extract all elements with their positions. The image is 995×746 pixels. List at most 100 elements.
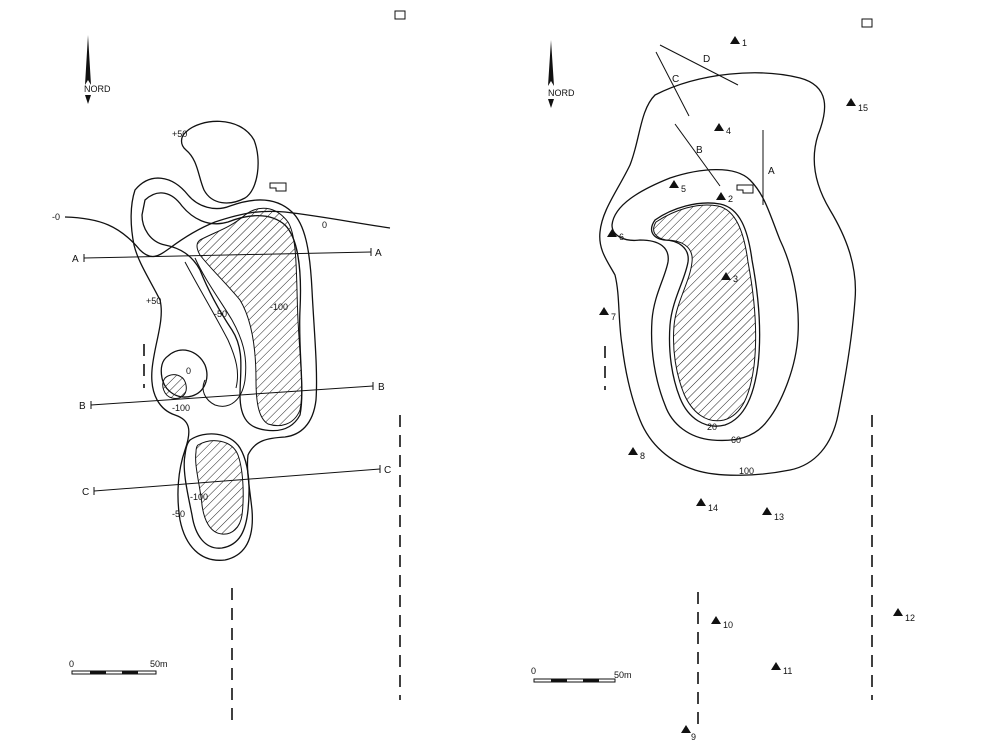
station: 2 [716, 192, 733, 204]
scale-segment [583, 679, 599, 682]
contour-label: 0 [186, 366, 191, 376]
station: 4 [714, 123, 731, 136]
station: 13 [762, 507, 784, 522]
scale-bar-right: 0 50m [531, 666, 632, 683]
station-label: 10 [723, 620, 733, 630]
profile-line [83, 251, 372, 259]
building-marker [736, 184, 754, 194]
profile-A: A A [72, 248, 382, 265]
contour-100 [599, 72, 857, 476]
station-label: 6 [619, 232, 624, 242]
station-label: 5 [681, 184, 686, 194]
scale-zero: 0 [531, 666, 536, 676]
corner-marker [861, 18, 873, 28]
contour-label: -50 [214, 309, 227, 319]
left-contour-labels: +50 -0 0 +50 -50 -100 0 -100 -100 -50 [52, 129, 327, 519]
building-marker [269, 182, 287, 192]
station-triangle-icon [716, 192, 726, 200]
station-label: 1 [742, 38, 747, 48]
station: 12 [893, 608, 915, 623]
station-label: 11 [783, 666, 792, 676]
scale-box [71, 670, 157, 675]
station-triangle-icon [714, 123, 724, 131]
station: 7 [599, 307, 616, 322]
profile-label: A [768, 166, 775, 177]
profile-line [655, 51, 690, 117]
station-label: 12 [905, 613, 915, 623]
north-arrow-icon [85, 35, 91, 85]
anomaly-zone-small [162, 374, 187, 399]
contour-label: -100 [270, 302, 288, 312]
profile-label: D [703, 54, 710, 65]
station-label: 13 [774, 512, 784, 522]
station-label: 9 [691, 732, 696, 742]
profile-end-label: B [378, 382, 385, 393]
scale-zero: 0 [69, 659, 74, 669]
station: 15 [846, 98, 868, 113]
station-triangle-icon [599, 307, 609, 315]
profile-start-label: B [79, 401, 86, 412]
station: 9 [681, 725, 696, 742]
station: 11 [771, 662, 792, 676]
contour-label: 100 [739, 466, 754, 476]
contour-label: 20 [707, 422, 717, 432]
profile-start-label: C [82, 487, 89, 498]
anomaly-zone-core [653, 204, 757, 422]
scale-segment [90, 671, 106, 674]
profile-label: C [672, 74, 679, 85]
contour-label: +50 [172, 129, 187, 139]
station-label: 15 [858, 103, 868, 113]
profile-line [674, 123, 721, 187]
scale-segment [122, 671, 138, 674]
contour-label: 0 [322, 220, 327, 230]
station-triangle-icon [730, 36, 740, 44]
anomaly-zone-lower [195, 440, 244, 535]
north-arrow-right: NORD [548, 40, 575, 108]
contour-zero [64, 210, 391, 258]
contour-label: 60 [731, 435, 741, 445]
station: 5 [669, 180, 686, 194]
station-label: 3 [733, 274, 738, 284]
corner-marker [394, 10, 406, 20]
station-triangle-icon [607, 229, 617, 237]
station-triangle-icon [846, 98, 856, 106]
contour-minus50-b [184, 261, 239, 389]
profile-B: B B [79, 382, 385, 412]
profile-end-label: C [384, 465, 391, 476]
north-label: NORD [84, 84, 111, 94]
scale-bar-left: 0 50m [69, 659, 168, 675]
station-label: 8 [640, 451, 645, 461]
contour-label: -0 [52, 212, 60, 222]
station-triangle-icon [681, 725, 691, 733]
station: 1 [730, 36, 747, 48]
station: 14 [696, 498, 718, 513]
right-profiles: A B C D [655, 44, 775, 205]
station-triangle-icon [762, 507, 772, 515]
north-label: NORD [548, 88, 575, 98]
profile-line [659, 44, 739, 86]
station-triangle-icon [696, 498, 706, 506]
station-triangle-icon [893, 608, 903, 616]
station-triangle-icon [711, 616, 721, 624]
contour-zero-loop [160, 349, 208, 398]
station-triangle-icon [721, 272, 731, 280]
profile-line [90, 385, 374, 406]
profile-start-label: A [72, 254, 79, 265]
left-map: NORD +50 -0 [52, 10, 406, 725]
station-triangle-icon [669, 180, 679, 188]
contour-outer [130, 177, 318, 561]
station-label: 2 [728, 194, 733, 204]
profile-end-label: A [375, 248, 382, 259]
profile-C: C C [82, 465, 391, 498]
north-arrow-tip-icon [85, 95, 91, 104]
north-arrow-tip-icon [548, 99, 554, 108]
contour-label: +50 [146, 296, 161, 306]
contour-inner [141, 192, 303, 432]
contour-plus50-top [180, 120, 259, 204]
contour-60 [611, 168, 799, 442]
station: 3 [721, 272, 738, 284]
anomaly-zone-main [196, 207, 303, 427]
station: 8 [628, 447, 645, 461]
right-map: NORD 20 60 100 A B C D 1 2 [531, 18, 915, 742]
